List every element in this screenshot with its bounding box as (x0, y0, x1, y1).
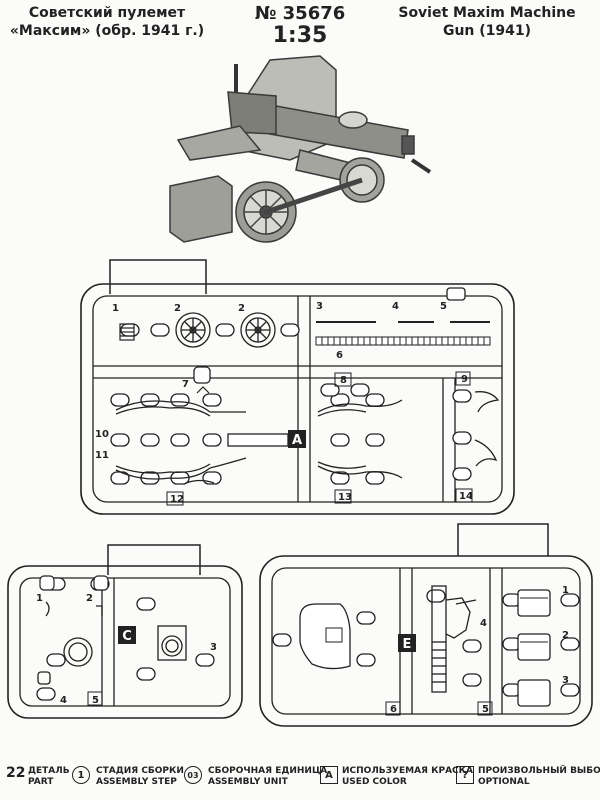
catalog-number: № 35676 (254, 3, 346, 24)
title-russian: Советский пулемет «Максим» (обр. 1941 г.… (4, 4, 210, 40)
legend-step-en: ASSEMBLY STEP (96, 777, 177, 787)
legend-step-ru: СТАДИЯ СБОРКИ (96, 766, 184, 776)
sprue-c-letter: C (122, 629, 132, 644)
optional-symbol-icon: ? (456, 766, 474, 784)
part-number: 4 (480, 618, 487, 629)
step-symbol-icon: 1 (72, 766, 90, 784)
legend-optional-ru: ПРОИЗВОЛЬНЫЙ ВЫБОР (478, 766, 600, 776)
maxim-gun-illustration (169, 55, 432, 243)
legend-color-ru: ИСПОЛЬЗУЕМАЯ КРАСКА (342, 766, 473, 776)
sprue-a-letter: A (292, 433, 302, 448)
title-ru-line1: Советский пулемет (28, 5, 186, 21)
legend-unit-ru: СБОРОЧНАЯ ЕДИНИЦА (208, 766, 328, 776)
legend-part-ru: ДЕТАЛЬ (28, 766, 70, 776)
part-number: 11 (95, 450, 109, 461)
part-number: 1 (36, 593, 43, 604)
title-en-line1: Soviet Maxim Machine (398, 5, 576, 21)
part-number: 2 (86, 593, 93, 604)
part-number: 7 (182, 379, 189, 390)
part-number: 8 (340, 375, 347, 386)
part-number: 14 (459, 491, 473, 502)
sprue-a: A 1 2 2 3 4 5 6 7 8 9 10 11 12 13 14 (80, 259, 515, 515)
part-number: 3 (562, 675, 569, 686)
legend-color-en: USED COLOR (342, 777, 407, 787)
part-number: 2 (174, 303, 181, 314)
part-number: 13 (338, 492, 352, 503)
part-number: 4 (392, 301, 399, 312)
part-number: 5 (440, 301, 447, 312)
part-number: 4 (60, 695, 67, 706)
sprue-e-letter: E (403, 637, 412, 652)
part-number: 10 (95, 429, 109, 440)
part-number: 6 (390, 704, 397, 715)
legend-part-en: PART (28, 777, 54, 787)
legend-unit-en: ASSEMBLY UNIT (208, 777, 288, 787)
sprue-e: E 1 2 3 4 5 6 (259, 523, 593, 727)
part-number: 1 (562, 585, 569, 596)
part-number: 2 (238, 303, 245, 314)
part-number: 6 (336, 350, 343, 361)
part-number: 5 (92, 695, 99, 706)
title-english: Soviet Maxim Machine Gun (1941) (380, 4, 594, 40)
legend-optional-en: OPTIONAL (478, 777, 530, 787)
sprue-c: C 1 2 3 4 5 (7, 544, 243, 719)
title-ru-line2: «Максим» (обр. 1941 г.) (9, 23, 205, 39)
color-symbol-icon: A (320, 766, 338, 784)
page-number: 22 (6, 765, 26, 781)
part-number: 12 (170, 494, 184, 505)
title-en-line2: Gun (1941) (442, 23, 532, 39)
part-number: 1 (112, 303, 119, 314)
part-number: 3 (316, 301, 323, 312)
part-number: 2 (562, 630, 569, 641)
part-number: 5 (482, 704, 489, 715)
unit-symbol-icon: 03 (184, 766, 202, 784)
part-number: 9 (461, 374, 468, 385)
part-number: 3 (210, 642, 217, 653)
scale-label: 1:35 (272, 23, 328, 48)
